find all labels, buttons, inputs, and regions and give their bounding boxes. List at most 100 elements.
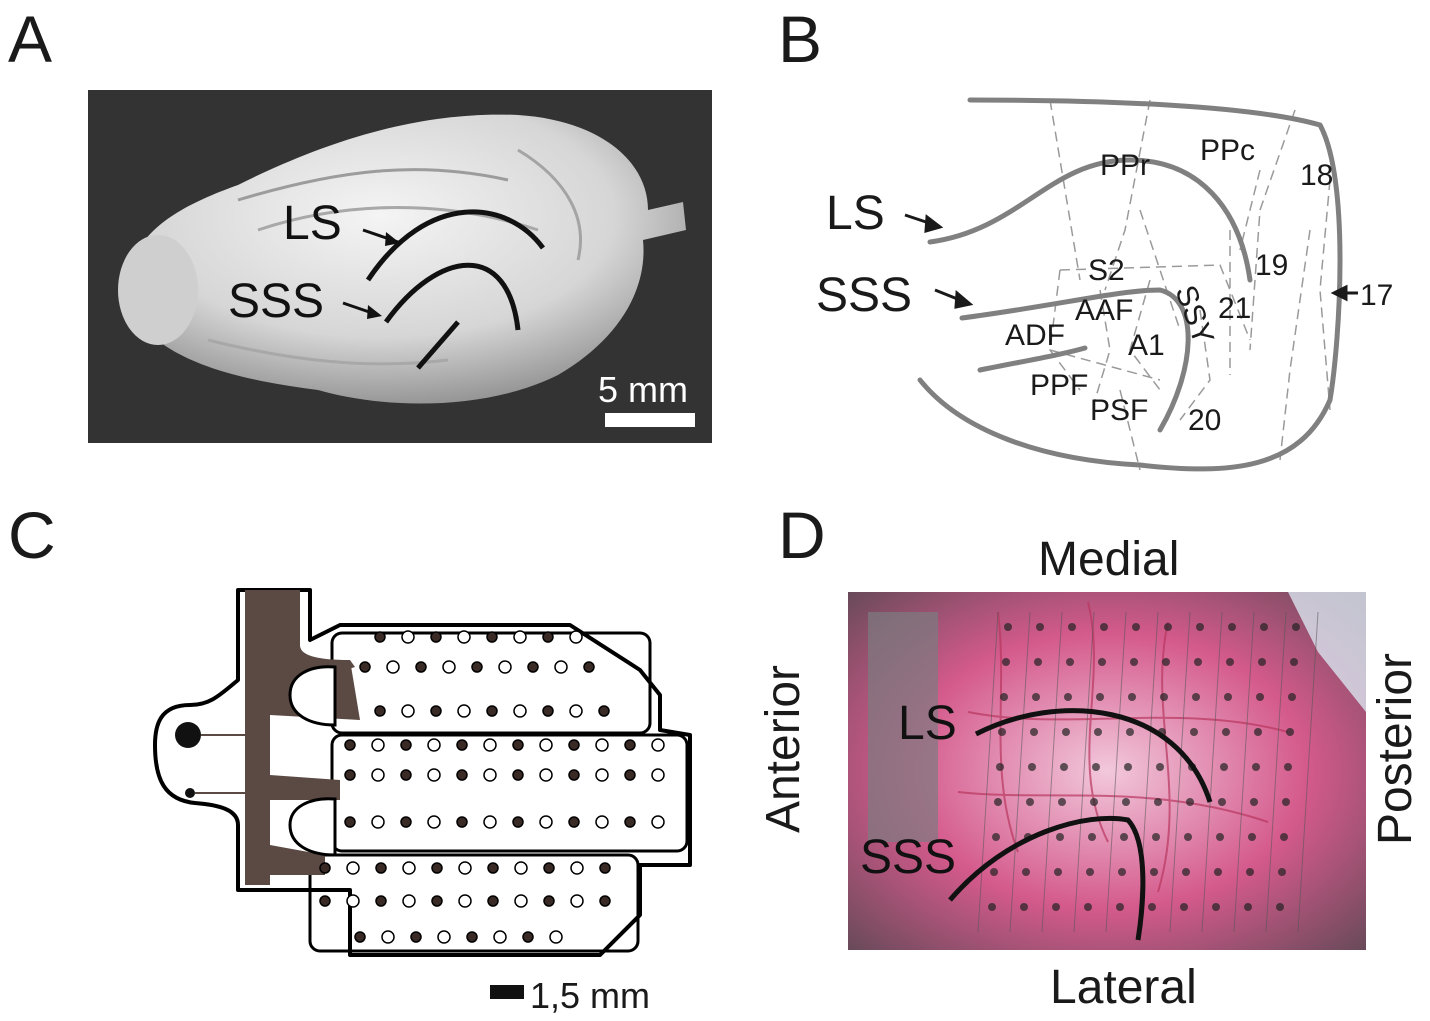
area-adf-label: ADF [1005, 319, 1065, 352]
panel-c-scale-bar [490, 985, 524, 999]
electrode-site [1244, 903, 1252, 911]
area-20-label: 20 [1188, 404, 1221, 437]
electrode-site [543, 895, 555, 907]
electrode-site [375, 895, 387, 907]
electrode-site [1086, 868, 1094, 876]
electrode-site [512, 769, 524, 781]
electrode-site [415, 661, 427, 673]
electrode-site [599, 895, 611, 907]
electrode-site [570, 894, 584, 908]
electrode-site [512, 816, 524, 828]
electrode-site [595, 738, 609, 752]
panel-b-letter: B [778, 2, 823, 76]
area-18-label: 18 [1300, 159, 1333, 192]
electrode-site [487, 862, 499, 874]
area-ppc-label: PPc [1200, 134, 1255, 167]
electrode-site [498, 660, 512, 674]
electrode-site [1002, 658, 1010, 666]
electrode-site [1180, 903, 1188, 911]
electrode-site [431, 895, 443, 907]
panel-d-letter: D [778, 498, 826, 572]
electrode-site [624, 816, 636, 828]
electrode-site [430, 631, 442, 643]
electrode-site [493, 930, 507, 944]
electrode-site [386, 660, 400, 674]
electrode-site [990, 868, 998, 876]
electrode-site [651, 768, 665, 782]
panel-d-posterior-label: Posterior [1369, 652, 1423, 846]
grid-line [1105, 611, 1127, 933]
electrode-site [1128, 693, 1136, 701]
grid-line [1201, 611, 1223, 933]
electrode-site [1248, 833, 1256, 841]
electrode-site [1212, 903, 1220, 911]
electrode-site [1090, 798, 1098, 806]
electrode-site [539, 768, 553, 782]
panel-b-ls-label: LS [826, 187, 885, 240]
electrode-site [569, 630, 583, 644]
electrode-site [1276, 903, 1284, 911]
electrode-site [1182, 868, 1190, 876]
electrode-site [1278, 868, 1286, 876]
electrode-site [375, 862, 387, 874]
electrode-sites [319, 630, 665, 944]
electrode-site [994, 798, 1002, 806]
sss-curve [383, 262, 521, 331]
grid-line [1265, 611, 1287, 933]
electrode-site [457, 704, 471, 718]
electrode-site [599, 862, 611, 874]
electrode-site [374, 631, 386, 643]
scale-bar [605, 413, 695, 427]
electrode-site [486, 631, 498, 643]
electrode-site [471, 661, 483, 673]
electrode-site [486, 705, 498, 717]
electrode-site [431, 862, 443, 874]
electrode-site [514, 861, 528, 875]
electrode-site [568, 816, 580, 828]
electrode-site [457, 630, 471, 644]
electrode-site [401, 630, 415, 644]
electrode-site [1258, 658, 1266, 666]
electrode-site [1098, 658, 1106, 666]
electrode-site [1130, 658, 1138, 666]
electrode-site [583, 661, 595, 673]
panel-d-surgical-photo: LS SSS [848, 592, 1366, 950]
electrode-site [1250, 798, 1258, 806]
electrode-site [1194, 658, 1202, 666]
panel-b-sss-label: SSS [816, 269, 913, 322]
electrode-site [427, 768, 441, 782]
electrode-site [1280, 833, 1288, 841]
electrode-site [1058, 798, 1066, 806]
ls-curve [365, 209, 546, 282]
electrode-site [522, 931, 534, 943]
electrode-site [1156, 763, 1164, 771]
electrode-site [346, 894, 360, 908]
electrode-site [1066, 658, 1074, 666]
electrode-site [1088, 833, 1096, 841]
electrode-site [427, 738, 441, 752]
electrode-site [1218, 798, 1226, 806]
area-ssy-label: SSY [1168, 281, 1220, 349]
electrode-site [624, 739, 636, 751]
electrode-site [381, 930, 395, 944]
electrode-site [1154, 798, 1162, 806]
electrode-site [1160, 693, 1168, 701]
area-s2-label: S2 [1088, 254, 1125, 287]
electrode-site [1190, 728, 1198, 736]
electrode-site [1254, 728, 1262, 736]
panel-d-ls-label: LS [898, 697, 957, 750]
electrode-site [988, 903, 996, 911]
electrode-site [598, 705, 610, 717]
area-aaf-label: AAF [1075, 294, 1133, 327]
electrode-site [346, 861, 360, 875]
electrode-site [1084, 903, 1092, 911]
electrode-site [344, 769, 356, 781]
electrode-site [595, 815, 609, 829]
electrode-site [456, 739, 468, 751]
area-19-label: 19 [1255, 249, 1288, 282]
electrode-site [483, 738, 497, 752]
electrode-site [402, 861, 416, 875]
grid-line [977, 611, 999, 933]
electrode-site [527, 661, 539, 673]
electrode-site [570, 861, 584, 875]
